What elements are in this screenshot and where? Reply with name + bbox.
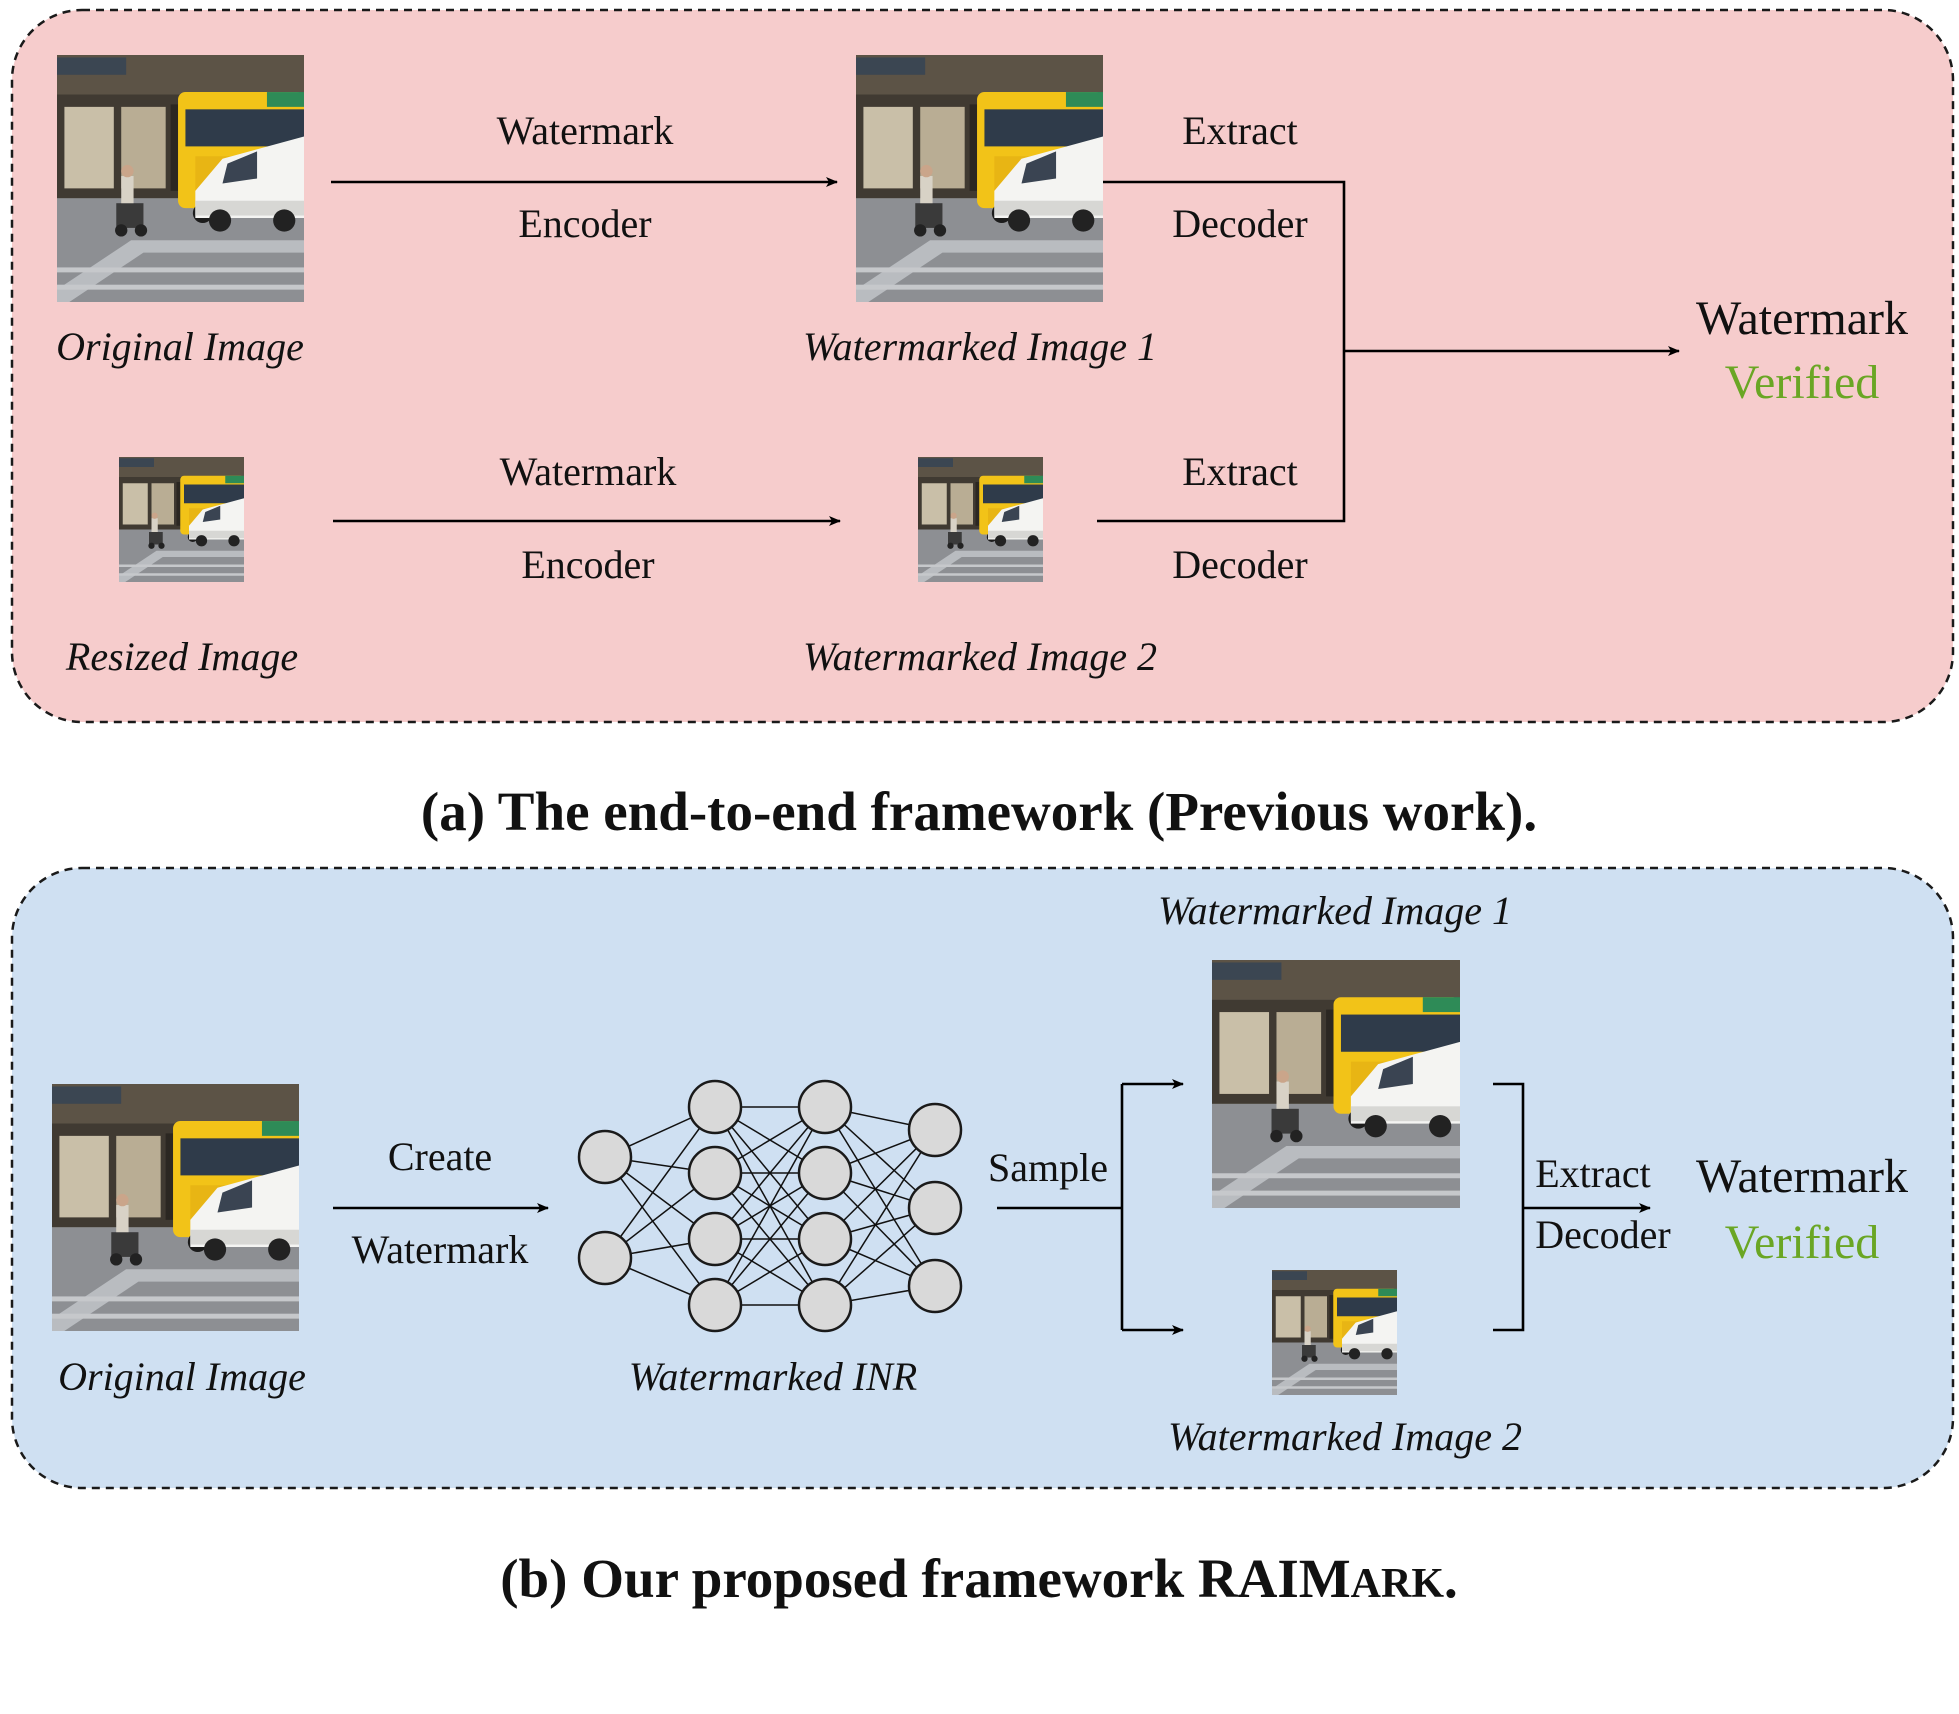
network-connection bbox=[824, 1129, 936, 1306]
decoder-label-top-1: Extract bbox=[1182, 108, 1298, 153]
original-image-caption: Original Image bbox=[56, 324, 304, 369]
panel-b-title-end: . bbox=[1444, 1548, 1458, 1609]
watermarked-image-1-photo-icon bbox=[856, 55, 1103, 302]
network-connection bbox=[604, 1156, 716, 1306]
create-label: Create bbox=[388, 1134, 492, 1179]
panel-b-title-smallcaps: ARK bbox=[1351, 1561, 1445, 1607]
decoder-label-bottom-1: Decoder bbox=[1172, 201, 1307, 246]
watermarked-image-2-photo-icon bbox=[918, 457, 1043, 582]
watermarked-inr-caption: Watermarked INR bbox=[629, 1354, 917, 1399]
result-watermark-a: Watermark bbox=[1696, 292, 1908, 345]
network-node bbox=[797, 1277, 853, 1333]
resized-image-photo-icon bbox=[119, 457, 244, 582]
network-node bbox=[687, 1145, 743, 1201]
decoder-label-top-b: Extract bbox=[1535, 1151, 1651, 1196]
original-image-photo-icon bbox=[57, 55, 304, 302]
result-verified-b: Verified bbox=[1725, 1216, 1880, 1269]
encoder-label-top-1: Watermark bbox=[497, 108, 674, 153]
network-node bbox=[907, 1180, 963, 1236]
network-node bbox=[687, 1211, 743, 1267]
resized-image-caption: Resized Image bbox=[65, 634, 298, 679]
network-node bbox=[907, 1102, 963, 1158]
encoder-label-bottom-1: Encoder bbox=[518, 201, 651, 246]
watermark-label: Watermark bbox=[352, 1227, 529, 1272]
watermarked-image-1-b-caption: Watermarked Image 1 bbox=[1158, 888, 1512, 933]
network-node bbox=[907, 1258, 963, 1314]
network-connection bbox=[714, 1106, 826, 1306]
network-node bbox=[797, 1211, 853, 1267]
network-connection bbox=[714, 1106, 826, 1240]
panel-a-title: (a) The end-to-end framework (Previous w… bbox=[421, 781, 1537, 842]
decoder-label-bottom-b: Decoder bbox=[1535, 1212, 1670, 1257]
result-watermark-b: Watermark bbox=[1696, 1150, 1908, 1203]
network-connection bbox=[714, 1172, 826, 1306]
watermarked-image-2-b-caption: Watermarked Image 2 bbox=[1168, 1414, 1522, 1459]
network-node bbox=[797, 1145, 853, 1201]
original-image-b-photo-icon bbox=[52, 1084, 299, 1331]
panel-b-frame bbox=[10, 866, 1955, 1490]
network-node bbox=[687, 1277, 743, 1333]
network-node bbox=[687, 1079, 743, 1135]
panel-b-title: (b) Our proposed framework RAIMARK. bbox=[500, 1548, 1458, 1609]
neural-network-icon bbox=[577, 1079, 963, 1333]
original-image-b-caption: Original Image bbox=[58, 1354, 306, 1399]
watermarked-image-2-b-photo-icon bbox=[1272, 1270, 1397, 1395]
encoder-label-bottom-2: Encoder bbox=[521, 542, 654, 587]
network-connection bbox=[604, 1106, 716, 1259]
decoder-label-top-2: Extract bbox=[1182, 449, 1298, 494]
sample-label: Sample bbox=[988, 1145, 1108, 1190]
network-node bbox=[797, 1079, 853, 1135]
encoder-label-top-2: Watermark bbox=[500, 449, 677, 494]
result-verified-a: Verified bbox=[1725, 356, 1880, 409]
network-node bbox=[577, 1230, 633, 1286]
panel-a-frame bbox=[10, 8, 1955, 724]
network-node bbox=[577, 1129, 633, 1185]
watermarked-image-1-caption: Watermarked Image 1 bbox=[803, 324, 1157, 369]
network-connection bbox=[824, 1106, 936, 1287]
watermarked-image-2-caption: Watermarked Image 2 bbox=[803, 634, 1157, 679]
panel-b-title-main: (b) Our proposed framework RAIM bbox=[500, 1548, 1350, 1609]
watermarked-image-1-b-photo-icon bbox=[1212, 960, 1460, 1208]
decoder-label-bottom-2: Decoder bbox=[1172, 542, 1307, 587]
